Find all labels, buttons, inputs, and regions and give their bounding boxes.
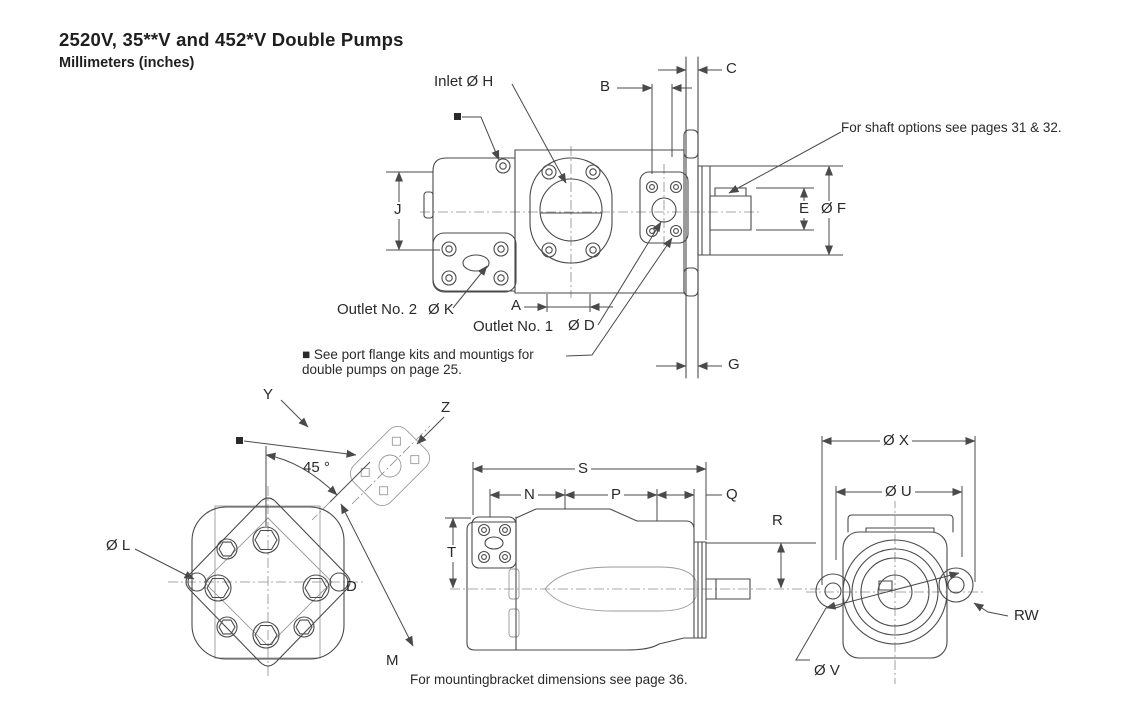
top-view-drawing (386, 56, 843, 379)
bottom-middle-view-dimensions (445, 462, 816, 589)
note-port-flange: ■ See port flange kits and mountigs for … (302, 347, 534, 377)
dim-label-45deg: 45 ° (303, 459, 330, 476)
dim-label-d-diagonal: D (346, 578, 357, 595)
dim-label-a: A (511, 297, 522, 314)
note-shaft-options: For shaft options see pages 31 & 32. (841, 120, 1062, 135)
dim-label-v: Ø V (814, 662, 840, 679)
dim-label-c: C (726, 60, 737, 77)
dim-label-m: M (386, 652, 399, 669)
dim-label-q: Q (726, 486, 738, 503)
dim-label-z: Z (441, 399, 451, 416)
bottom-middle-view-drawing (445, 462, 820, 651)
dim-label-x: Ø X (880, 432, 912, 450)
note-mounting-bracket: For mountingbracket dimensions see page … (410, 672, 688, 687)
page-subtitle: Millimeters (inches) (59, 55, 195, 71)
bottom-right-view-drawing (795, 436, 1009, 684)
dim-label-l: Ø L (106, 537, 131, 554)
dim-label-b: B (600, 78, 611, 95)
bottom-right-view-dimensions (795, 436, 1009, 661)
label-outlet-1: Outlet No. 1 (473, 318, 554, 335)
bottom-left-view-drawing (134, 399, 445, 676)
dim-label-inlet-h: Inlet Ø H (434, 73, 494, 90)
dim-label-d-port: Ø D (568, 317, 595, 334)
dim-label-rw: RW (1014, 607, 1039, 624)
dim-label-u: Ø U (882, 483, 915, 501)
bottom-left-view-dimensions (134, 399, 445, 647)
dim-label-e: E (796, 200, 813, 218)
dim-label-g: G (728, 356, 740, 373)
dim-label-p: P (608, 486, 625, 504)
dim-label-t: T (444, 544, 460, 562)
dim-label-r: R (772, 512, 783, 529)
dim-label-y: Y (263, 386, 274, 403)
top-view-dimensions (386, 66, 843, 370)
dim-label-f: Ø F (818, 200, 849, 218)
dim-label-k: Ø K (428, 301, 454, 318)
label-outlet-2: Outlet No. 2 (337, 301, 418, 318)
page-title: 2520V, 35**V and 452*V Double Pumps (59, 29, 404, 50)
dim-label-s: S (575, 460, 592, 478)
dim-label-n: N (521, 486, 538, 504)
dim-label-j: J (391, 201, 405, 219)
